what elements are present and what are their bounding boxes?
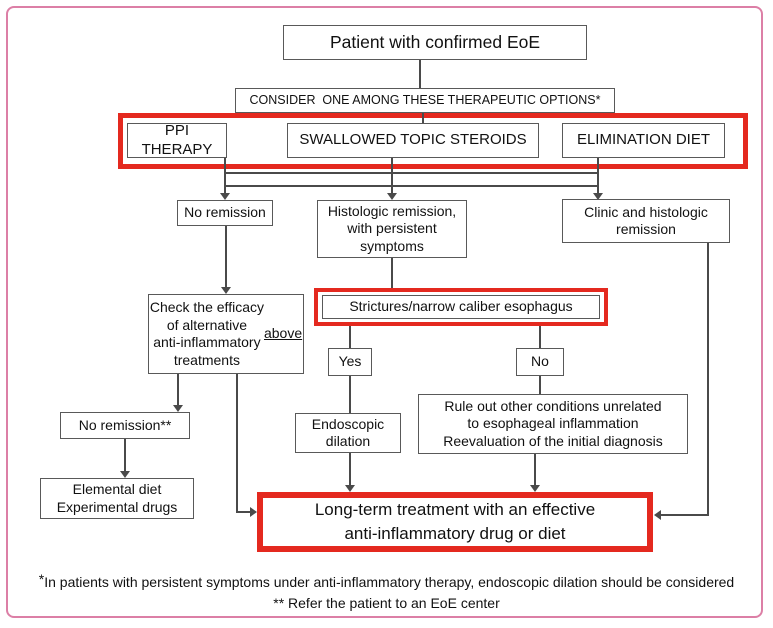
connector-histologic-strictures [391,258,393,288]
node-check-efficacy: Check the efficacy of alternative anti-i… [148,294,304,374]
connector-options-split-right [597,158,599,194]
footnotes: *In patients with persistent symptoms un… [0,569,773,614]
connector-check-noremission2 [177,374,179,406]
connector-strictures-yes [349,326,351,348]
connector-patient-consider [419,60,421,88]
connector-outcomes-split-line [224,185,599,187]
connector-yes-endoscopic [349,376,351,413]
footnote-1-asterisk: * [38,571,45,587]
footnote-1: *In patients with persistent symptoms un… [0,569,773,593]
connector-noremission-check [225,226,227,288]
check-efficacy-underlined-word: above [263,325,303,342]
node-option-elimination-diet: ELIMINATION DIET [562,123,725,158]
node-no: No [516,348,564,376]
connector-strictures-no [539,326,541,348]
footnote-2: ** Refer the patient to an EoE center [273,595,500,611]
arrowhead-left-into-longterm [250,507,257,517]
connector-clinic-longterm-vertical [707,243,709,516]
arrowhead-to-check-efficacy [221,287,231,294]
node-strictures: Strictures/narrow caliber esophagus [322,295,600,319]
check-efficacy-text: Check the efficacy of alternative anti-i… [149,299,264,368]
arrowhead-to-histologic-remission [387,193,397,200]
highlight-box-therapeutic-options [118,113,748,169]
connector-endoscopic-longterm [349,453,351,485]
node-clinic-histologic-remission: Clinic and histologic remission [562,199,730,243]
node-endoscopic-dilation: Endoscopic dilation [295,413,401,453]
connector-options-split-center [391,158,393,194]
node-rule-out: Rule out other conditions unrelated to e… [418,394,688,454]
arrowhead-right-into-longterm [654,510,661,520]
connector-options-split-left [224,158,226,194]
node-elemental-diet: Elemental diet Experimental drugs [40,478,194,519]
arrowhead-ruleout-into-longterm [530,485,540,492]
connector-clinic-longterm-horizontal [661,514,709,516]
connector-noremission2-elemental [124,439,126,472]
connector-check-longterm-horizontal [236,511,250,513]
node-histologic-remission: Histologic remission, with persistent sy… [317,200,467,258]
node-option-swallowed-topic-steroids: SWALLOWED TOPIC STEROIDS [287,123,539,158]
arrowhead-to-elemental-diet [120,471,130,478]
connector-ruleout-longterm [534,454,536,485]
node-patient-confirmed-eoe: Patient with confirmed EoE [283,25,587,60]
node-option-ppi-therapy: PPI THERAPY [127,122,227,158]
arrowhead-to-no-remission-2 [173,405,183,412]
arrowhead-to-clinic-remission [593,193,603,200]
footnote-1-text: In patients with persistent symptoms und… [44,574,735,590]
node-consider-options: CONSIDER ONE AMONG THESE THERAPEUTIC OPT… [235,88,615,113]
node-long-term-treatment: Long-term treatment with an effective an… [257,492,653,552]
node-no-remission-2: No remission** [60,412,190,439]
highlight-box-strictures [314,288,608,326]
arrowhead-endoscopic-into-longterm [345,485,355,492]
connector-check-longterm-vertical [236,374,238,513]
connector-options-merge-line [224,172,599,174]
connector-no-ruleout [539,376,541,394]
node-yes: Yes [328,348,372,376]
node-no-remission: No remission [177,200,273,226]
arrowhead-to-no-remission [220,193,230,200]
connector-consider-steroids [422,113,424,123]
